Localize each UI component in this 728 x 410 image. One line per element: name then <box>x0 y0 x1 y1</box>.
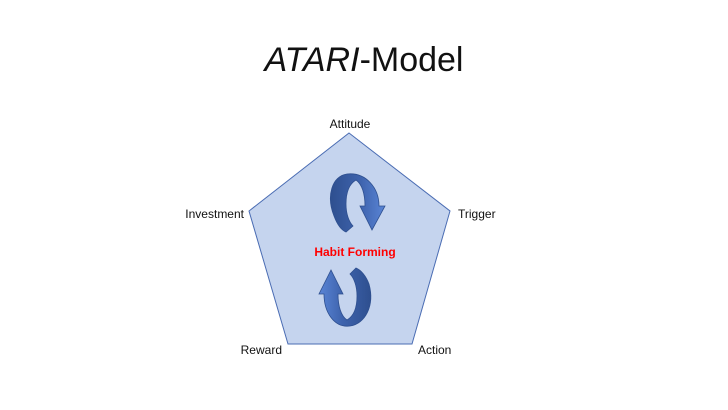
circular-arrow-clockwise-icon <box>330 173 386 233</box>
circular-arrow-return-icon <box>318 267 372 327</box>
pentagon-shape <box>248 132 451 345</box>
title-italic: ATARI <box>264 41 360 79</box>
title-rest: -Model <box>359 41 464 79</box>
vertex-label-action: Action <box>418 343 452 357</box>
vertex-label-attitude: Attitude <box>329 117 371 131</box>
slide-title: ATARI-Model <box>0 40 728 80</box>
center-label-habit-forming: Habit Forming <box>314 245 396 259</box>
vertex-label-investment: Investment <box>185 207 244 221</box>
vertex-label-trigger: Trigger <box>458 207 496 221</box>
vertex-label-reward: Reward <box>240 343 282 357</box>
